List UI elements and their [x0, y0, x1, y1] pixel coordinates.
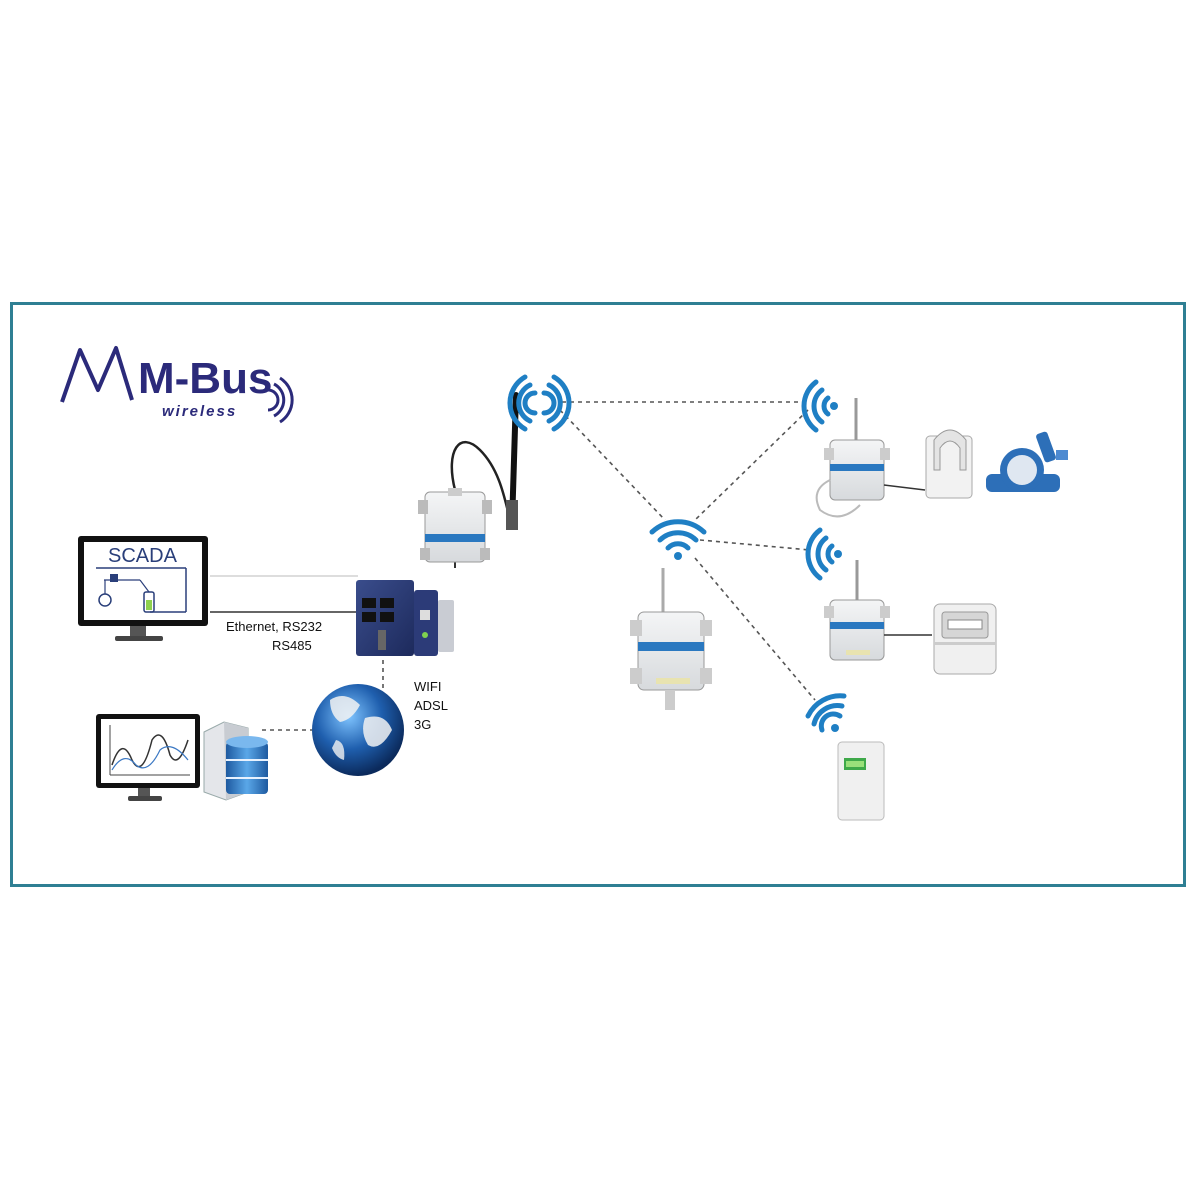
wireless-signal-icon — [507, 374, 572, 432]
wireless-signal-icon — [649, 519, 707, 551]
sensor-node-icon — [815, 398, 926, 518]
chart-monitor-icon — [96, 714, 200, 801]
wireless-signal-icon — [805, 693, 847, 733]
logo-sub-text: wireless — [162, 403, 237, 420]
scada-monitor-icon — [78, 536, 208, 641]
sensor-node-icon — [824, 560, 932, 661]
clamp-sensor-icon — [925, 429, 973, 499]
water-meter-icon — [986, 431, 1068, 492]
globe-icon — [312, 684, 404, 776]
wan-label-wifi: WIFI — [414, 679, 442, 694]
gateway-icon — [356, 580, 454, 656]
antenna-coax — [450, 441, 512, 521]
logo-m-stroke — [60, 346, 134, 403]
wan-label-adsl: ADSL — [414, 698, 448, 713]
wireless-signal-icon — [801, 379, 831, 433]
database-server-icon — [203, 721, 268, 801]
signal-dot — [674, 552, 682, 560]
gateway-radio-module — [418, 488, 492, 563]
wan-label-3g: 3G — [414, 717, 432, 732]
ethernet-label-line2: RS485 — [272, 638, 312, 653]
wireless-links — [262, 401, 816, 731]
wireless-signal-icon — [805, 527, 835, 581]
gas-meter-icon — [933, 603, 997, 675]
scada-title: SCADA — [108, 545, 178, 567]
mbus-logo: M-Bus wireless — [60, 346, 294, 424]
room-thermostat-icon — [837, 741, 885, 821]
ethernet-label-line1: Ethernet, RS232 — [226, 619, 323, 634]
logo-main-text: M-Bus — [138, 354, 272, 403]
logo-signal-icon — [267, 376, 294, 424]
repeater-icon — [630, 568, 712, 710]
